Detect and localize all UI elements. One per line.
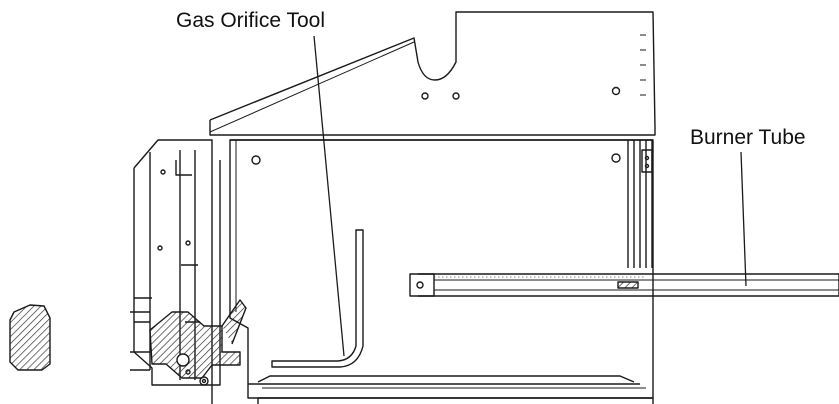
gas-orifice-tool bbox=[271, 229, 364, 368]
inner-chamber bbox=[229, 139, 654, 399]
burner-tube-leader bbox=[740, 151, 747, 287]
upper-housing bbox=[209, 11, 656, 136]
gas-orifice-tool-leader bbox=[313, 35, 345, 357]
valve-assembly bbox=[149, 311, 241, 379]
orifice-part bbox=[9, 304, 51, 371]
burner-tube-label: Burner Tube bbox=[690, 126, 806, 149]
hatched-bracket bbox=[617, 281, 639, 289]
bottom-skirt bbox=[257, 397, 654, 404]
gas-orifice-tool-label: Gas Orifice Tool bbox=[176, 9, 325, 32]
front-panel bbox=[133, 139, 213, 404]
burner-tube bbox=[418, 273, 839, 297]
